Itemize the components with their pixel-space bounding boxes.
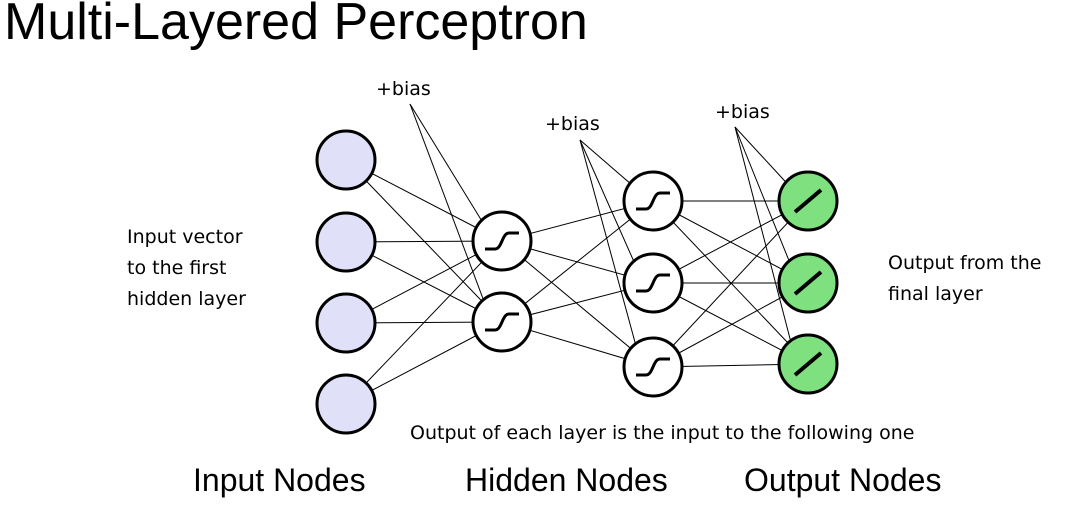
sigmoid-icon	[485, 231, 519, 251]
hidden2-node	[622, 252, 684, 314]
connection-edge	[652, 200, 809, 368]
connections	[345, 103, 809, 405]
connection-edge	[501, 200, 654, 323]
input-node	[315, 373, 377, 435]
linear-icon	[793, 270, 823, 296]
output-note: Output from the final layer	[888, 248, 1041, 310]
output-node	[777, 252, 839, 314]
hidden1-node	[471, 210, 533, 272]
linear-icon	[793, 188, 823, 214]
caption-input-nodes: Input Nodes	[193, 462, 366, 498]
output-node	[777, 170, 839, 232]
hidden2-node	[622, 336, 684, 398]
sigmoid-icon	[485, 312, 519, 332]
input-note-line: to the first	[127, 257, 227, 279]
input-note-line: Input vector	[127, 226, 243, 248]
input-note-line: hidden layer	[127, 288, 246, 310]
bias-edge	[409, 103, 489, 232]
bias-edge	[579, 139, 640, 358]
sigmoid-icon	[636, 191, 670, 211]
bias-edge	[734, 126, 795, 274]
bias-label-output: +bias	[715, 101, 770, 123]
bias-edge	[734, 126, 795, 355]
nodes	[315, 129, 839, 435]
hidden2-node	[622, 170, 684, 232]
linear-icon	[793, 351, 823, 377]
bias-edge	[409, 103, 489, 313]
caption-output-nodes: Output Nodes	[744, 462, 942, 498]
output-node	[777, 333, 839, 395]
input-vector-note: Input vector to the first hidden layer	[127, 222, 246, 315]
slide-title: Multi-Layered Perceptron	[4, 0, 588, 51]
hidden1-node	[471, 291, 533, 353]
caption-hidden-nodes: Hidden Nodes	[465, 462, 668, 498]
output-note-line: final layer	[888, 283, 983, 305]
connection-edge	[501, 240, 654, 368]
bias-label-hidden2: +bias	[545, 113, 600, 135]
bias-label-hidden1: +bias	[376, 78, 431, 100]
input-node	[315, 292, 377, 354]
input-node	[315, 211, 377, 273]
bias-edge	[579, 139, 640, 274]
bias-edge	[734, 126, 795, 192]
connection-edge	[345, 240, 503, 405]
sigmoid-icon	[636, 357, 670, 377]
output-note-line: Output from the	[888, 252, 1042, 274]
layer-flow-note: Output of each layer is the input to the…	[410, 422, 915, 444]
input-node	[315, 129, 377, 191]
sigmoid-icon	[636, 273, 670, 293]
